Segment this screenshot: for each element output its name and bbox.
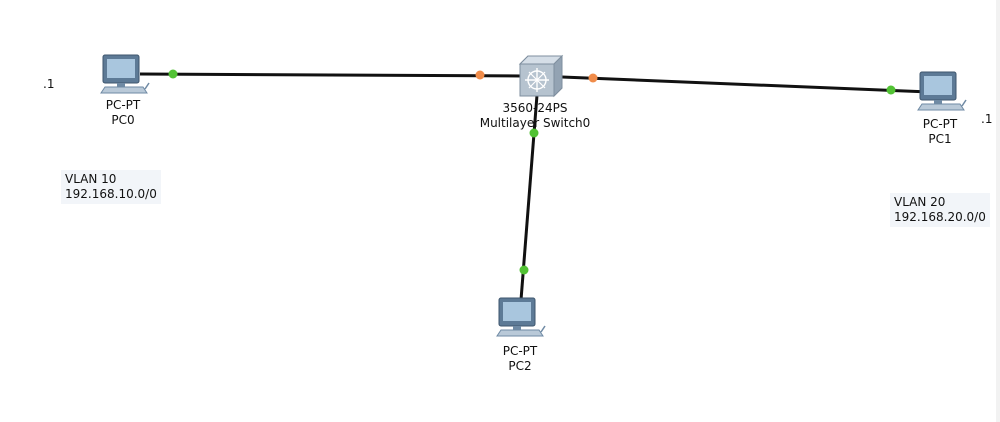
vlan20-title: VLAN 20 — [894, 195, 946, 209]
pc2-computer-icon[interactable] — [496, 297, 546, 337]
link-switch-pc1[interactable] — [561, 75, 931, 94]
pc1-name: PC1 — [928, 132, 952, 146]
switch-model: 3560-24PS — [502, 101, 568, 115]
multilayer-switch-icon[interactable] — [518, 54, 564, 98]
port-indicator-pc2 — [519, 265, 529, 275]
switch-label: 3560-24PS Multilayer Switch0 — [470, 101, 600, 131]
vlan10-note[interactable]: VLAN 10 192.168.10.0/0 — [61, 170, 161, 204]
port-indicator-switch-down — [529, 128, 539, 138]
pc0-label: PC-PT PC0 — [88, 98, 158, 128]
port-indicator-pc1 — [886, 85, 896, 95]
vlan10-subnet: 192.168.10.0/0 — [65, 187, 157, 201]
pc2-label: PC-PT PC2 — [485, 344, 555, 374]
pc1-type: PC-PT — [922, 117, 958, 131]
pc1-ip-label: .1 — [981, 112, 993, 126]
link-pc0-switch[interactable] — [139, 72, 524, 78]
pc1-label: PC-PT PC1 — [905, 117, 975, 147]
pc2-type: PC-PT — [502, 344, 538, 358]
port-indicator-pc0 — [168, 69, 178, 79]
canvas-right-border — [996, 0, 1000, 422]
pc2-name: PC2 — [508, 359, 532, 373]
switch-name: Multilayer Switch0 — [479, 116, 591, 130]
pc0-type: PC-PT — [105, 98, 141, 112]
pc1-computer-icon[interactable] — [917, 71, 967, 111]
vlan20-subnet: 192.168.20.0/0 — [894, 210, 986, 224]
pc0-computer-icon[interactable] — [100, 54, 150, 94]
port-indicator-switch-left — [475, 70, 485, 80]
pc0-name: PC0 — [111, 113, 135, 127]
pc0-ip-label: .1 — [43, 77, 55, 91]
vlan20-note[interactable]: VLAN 20 192.168.20.0/0 — [890, 193, 990, 227]
port-indicator-switch-right — [588, 73, 598, 83]
vlan10-title: VLAN 10 — [65, 172, 117, 186]
